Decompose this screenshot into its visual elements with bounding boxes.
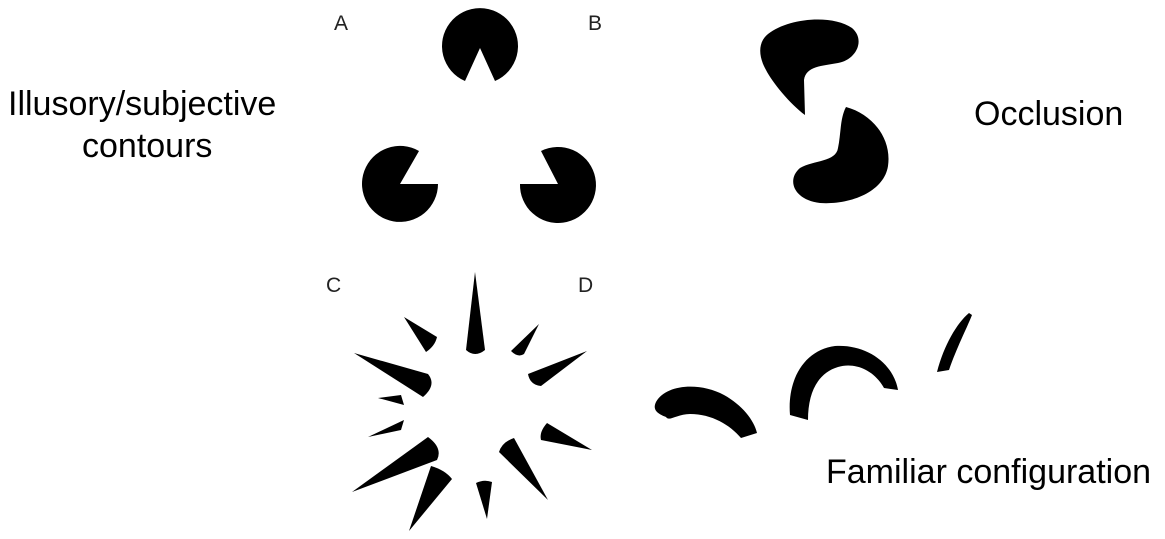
spike xyxy=(466,272,485,354)
occlusion-blob-top xyxy=(760,19,859,115)
panel-label-d: D xyxy=(578,274,594,297)
occlusion-shapes xyxy=(760,19,889,204)
pacman-top xyxy=(441,8,518,82)
pacman-bottom-right xyxy=(519,146,596,223)
fragment-middle-arch xyxy=(789,345,898,420)
spiky-illusory-circle xyxy=(352,272,592,531)
spike xyxy=(352,437,439,492)
panel-label-c: C xyxy=(326,274,342,297)
fragment-left-arc xyxy=(654,386,757,438)
spike xyxy=(476,480,492,519)
illusory-contours-caption-line2: contours xyxy=(82,127,213,165)
panel-label-a: A xyxy=(334,12,349,35)
kanizsa-triangle xyxy=(362,8,596,223)
familiar-configuration-fragments xyxy=(654,313,972,438)
spike xyxy=(354,353,432,397)
pacman-bottom-left xyxy=(362,145,438,222)
occlusion-caption: Occlusion xyxy=(974,95,1124,133)
panel-label-b: B xyxy=(588,12,603,35)
spike xyxy=(499,438,548,500)
spike xyxy=(404,317,437,352)
occlusion-blob-bottom xyxy=(793,107,889,204)
fragment-right-sliver xyxy=(937,313,972,372)
spike xyxy=(528,351,587,386)
spike xyxy=(409,466,452,531)
spike xyxy=(511,324,539,356)
spike xyxy=(368,420,404,437)
illusory-contours-caption-line1: Illusory/subjective xyxy=(8,85,277,123)
spike xyxy=(540,423,592,450)
familiar-configuration-caption: Familiar configuration xyxy=(826,453,1152,491)
spike xyxy=(378,395,404,405)
